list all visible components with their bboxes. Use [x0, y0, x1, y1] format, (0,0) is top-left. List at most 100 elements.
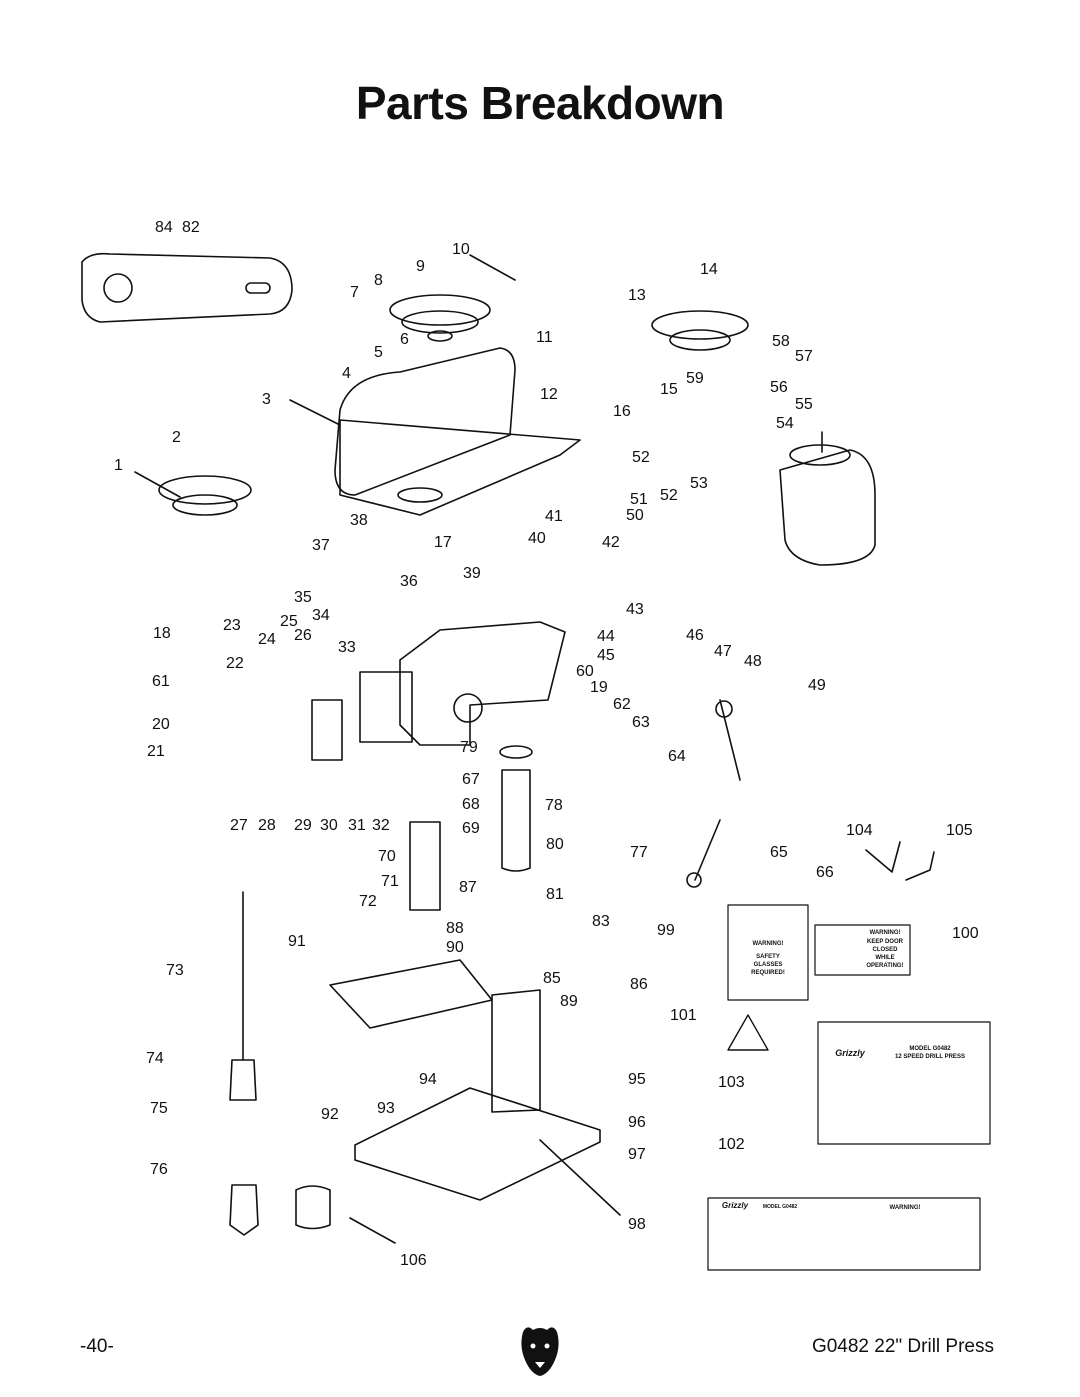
- callout-19: 19: [590, 679, 608, 696]
- callout-7: 7: [350, 284, 359, 301]
- callout-66: 66: [816, 864, 834, 881]
- callout-4: 4: [342, 365, 351, 382]
- callout-14: 14: [700, 261, 718, 278]
- callout-9: 9: [416, 258, 425, 275]
- svg-text:Grizzly: Grizzly: [722, 1201, 749, 1210]
- callout-42: 42: [602, 534, 620, 551]
- page-title: Parts Breakdown: [355, 77, 725, 129]
- callout-77: 77: [630, 844, 648, 861]
- callout-1: 1: [114, 457, 123, 474]
- callout-93: 93: [377, 1100, 395, 1117]
- hex-wrench-large: [905, 851, 935, 881]
- callout-28: 28: [258, 817, 276, 834]
- callout-3: 3: [262, 391, 271, 408]
- callout-98: 98: [628, 1216, 646, 1233]
- callout-49: 49: [808, 677, 826, 694]
- callout-103: 103: [718, 1074, 745, 1091]
- callout-59: 59: [686, 370, 704, 387]
- callout-81: 81: [546, 886, 564, 903]
- callout-34: 34: [312, 607, 330, 624]
- callout-50: 50: [626, 507, 644, 524]
- callout-21: 21: [147, 743, 165, 760]
- svg-text:MODEL G0482: MODEL G0482: [763, 1204, 798, 1210]
- callout-44: 44: [597, 628, 615, 645]
- callout-53: 53: [690, 475, 708, 492]
- callout-80: 80: [546, 836, 564, 853]
- base: [354, 1087, 601, 1201]
- callout-27: 27: [230, 817, 248, 834]
- callout-24: 24: [258, 631, 276, 648]
- callout-35: 35: [294, 589, 312, 606]
- column: [491, 989, 541, 1113]
- callout-62: 62: [613, 696, 631, 713]
- panel-hole: [103, 273, 133, 303]
- motor-pulley: [651, 310, 749, 340]
- callout-68: 68: [462, 796, 480, 813]
- callout-15: 15: [660, 381, 678, 398]
- svg-text:SAFETY: SAFETY: [756, 954, 780, 960]
- callout-101: 101: [670, 1007, 697, 1024]
- drill-table: [329, 959, 493, 1029]
- callout-94: 94: [419, 1071, 437, 1088]
- callout-97: 97: [628, 1146, 646, 1163]
- safety-glasses-label: [727, 904, 809, 1001]
- callout-48: 48: [744, 653, 762, 670]
- callout-61: 61: [152, 673, 170, 690]
- callout-60: 60: [576, 663, 594, 680]
- feed-handle: [719, 699, 741, 781]
- callout-52: 52: [660, 487, 678, 504]
- page-number: -40-: [80, 1336, 114, 1357]
- column-sleeve: [501, 769, 531, 872]
- svg-text:Grizzly: Grizzly: [835, 1048, 866, 1058]
- callout-100: 100: [952, 925, 979, 942]
- callout-64: 64: [668, 748, 686, 765]
- callout-63: 63: [632, 714, 650, 731]
- callout-73: 73: [166, 962, 184, 979]
- callout-23: 23: [223, 617, 241, 634]
- callout-25: 25: [280, 613, 298, 630]
- callout-106: 106: [400, 1252, 427, 1269]
- idler-pulley: [158, 475, 252, 505]
- callout-43: 43: [626, 601, 644, 618]
- callout-32: 32: [372, 817, 390, 834]
- callout-2: 2: [172, 429, 181, 446]
- callout-54: 54: [776, 415, 794, 432]
- callout-18: 18: [153, 625, 171, 642]
- callout-30: 30: [320, 817, 338, 834]
- speed-chart-model: MODEL G0482: [909, 1046, 951, 1052]
- svg-text:GLASSES: GLASSES: [754, 962, 783, 968]
- id-plate-label: [707, 1197, 981, 1271]
- svg-text:OPERATING!: OPERATING!: [866, 963, 903, 969]
- callout-31: 31: [348, 817, 366, 834]
- quill: [409, 821, 441, 911]
- callout-75: 75: [150, 1100, 168, 1117]
- callout-105: 105: [946, 822, 973, 839]
- callout-72: 72: [359, 893, 377, 910]
- callout-13: 13: [628, 287, 646, 304]
- callout-91: 91: [288, 933, 306, 950]
- callout-12: 12: [540, 386, 558, 403]
- callout-69: 69: [462, 820, 480, 837]
- hex-wrench-small: [865, 841, 901, 873]
- door-label-head: WARNING!: [870, 930, 901, 936]
- safety-label-head: WARNING!: [753, 941, 784, 947]
- callout-26: 26: [294, 627, 312, 644]
- svg-text:CLOSED: CLOSED: [872, 947, 898, 953]
- callout-10: 10: [452, 241, 470, 258]
- callout-65: 65: [770, 844, 788, 861]
- callout-20: 20: [152, 716, 170, 733]
- callout-88: 88: [446, 920, 464, 937]
- callout-102: 102: [718, 1136, 745, 1153]
- callout-86: 86: [630, 976, 648, 993]
- callout-82: 82: [182, 219, 200, 236]
- callout-52: 52: [632, 449, 650, 466]
- svg-text:WHILE: WHILE: [875, 955, 894, 961]
- callout-92: 92: [321, 1106, 339, 1123]
- belt-guard-panel: [81, 252, 293, 323]
- head-casting: [399, 621, 566, 746]
- callout-39: 39: [463, 565, 481, 582]
- callout-71: 71: [381, 873, 399, 890]
- svg-text:WARNING!: WARNING!: [890, 1205, 921, 1211]
- callout-46: 46: [686, 627, 704, 644]
- callout-33: 33: [338, 639, 356, 656]
